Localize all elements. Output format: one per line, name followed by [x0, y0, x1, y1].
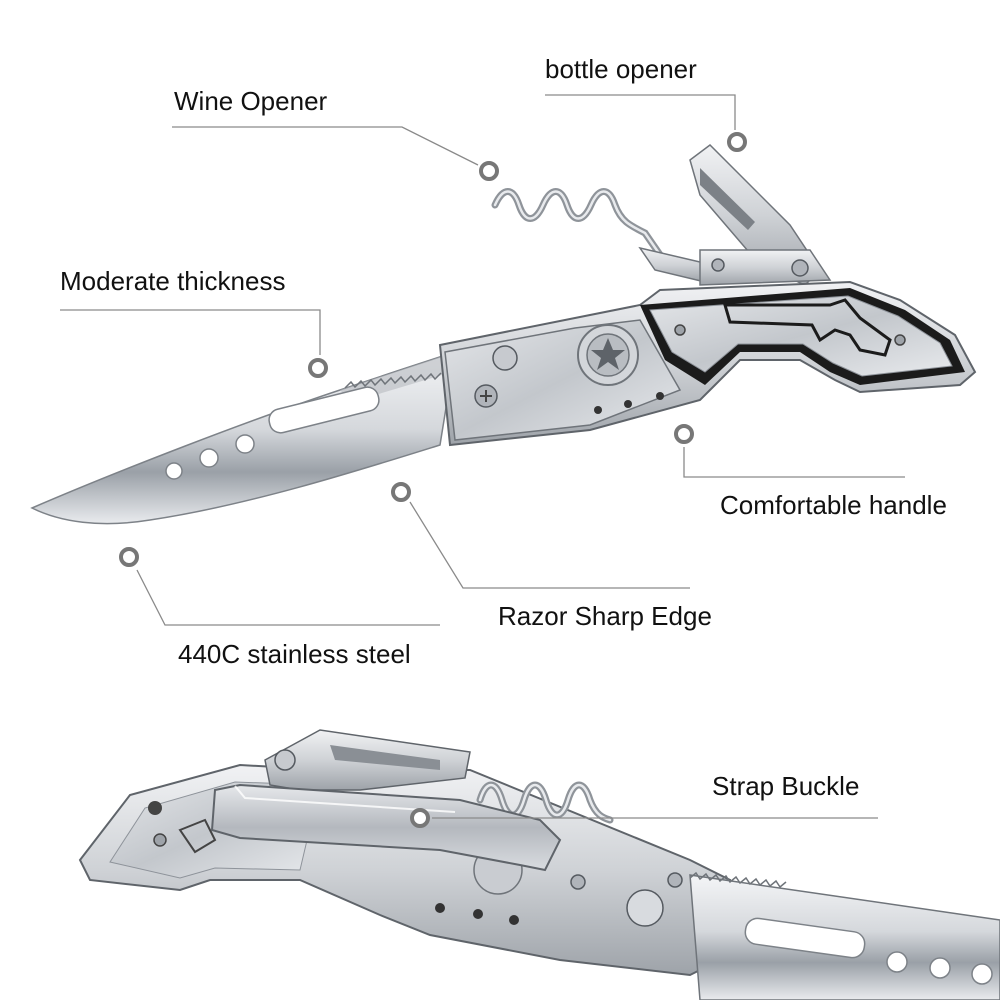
callout-comfortable-handle [674, 424, 905, 478]
label-razor-sharp-edge: Razor Sharp Edge [498, 601, 712, 631]
marker-bottle-opener [727, 132, 747, 152]
callout-strap-buckle [410, 808, 878, 828]
corkscrew [491, 188, 707, 284]
bottom-corkscrew [476, 781, 614, 824]
knife-bottom [78, 729, 1000, 1000]
marker-strap-buckle [410, 808, 430, 828]
bottom-blade [689, 871, 1000, 1000]
callout-razor-sharp-edge [391, 482, 690, 589]
callout-moderate-thickness [60, 309, 328, 378]
callout-wine-opener [172, 126, 499, 181]
marker-moderate-thickness [308, 358, 328, 378]
label-bottle-opener: bottle opener [545, 54, 697, 84]
bottom-bottle-opener [264, 729, 471, 791]
label-moderate-thickness: Moderate thickness [60, 266, 286, 296]
label-stainless-steel: 440C stainless steel [178, 639, 411, 669]
marker-razor-sharp-edge [391, 482, 411, 502]
label-wine-opener: Wine Opener [174, 86, 328, 116]
knife-top [30, 144, 977, 525]
callout-stainless-steel [119, 547, 440, 626]
handle [438, 280, 977, 447]
blade [30, 350, 456, 525]
marker-comfortable-handle [674, 424, 694, 444]
label-comfortable-handle: Comfortable handle [720, 490, 947, 520]
bottle-opener-lever [689, 144, 832, 286]
label-strap-buckle: Strap Buckle [712, 771, 860, 801]
strap-buckle-clip [210, 783, 562, 872]
marker-stainless-steel [119, 547, 139, 567]
callout-bottle-opener [545, 94, 747, 152]
marker-wine-opener [479, 161, 499, 181]
